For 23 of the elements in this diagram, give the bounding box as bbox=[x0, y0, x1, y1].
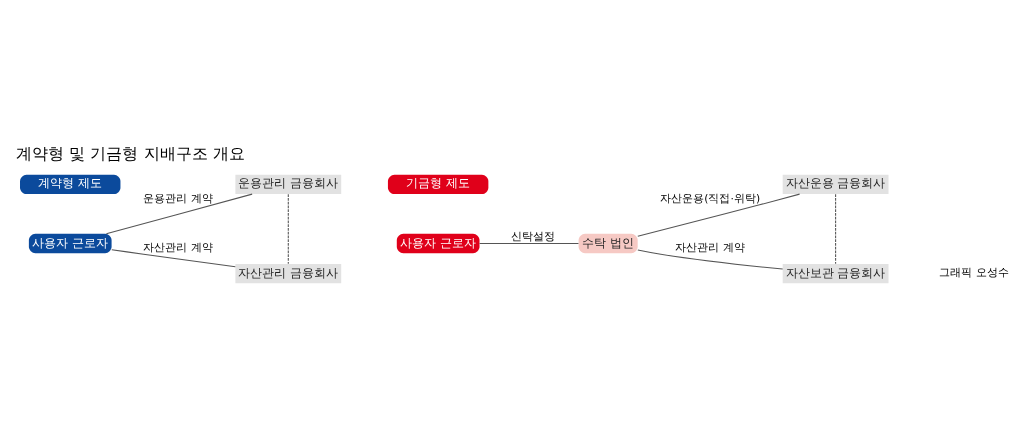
edge-label: 자산관리 계약 bbox=[675, 241, 745, 255]
connector bbox=[637, 193, 801, 237]
edge-label: 자산운용(직접·위탁) bbox=[660, 191, 761, 205]
node-box: 자산운용 금융회사 bbox=[782, 174, 889, 195]
node-box: 기금형 제도 bbox=[387, 174, 489, 195]
diagram-title: 계약형 및 기금형 지배구조 개요 bbox=[16, 144, 245, 164]
connector bbox=[835, 193, 837, 265]
node-box: 자산보관 금융회사 bbox=[782, 263, 889, 284]
node-box: 수탁 법인 bbox=[578, 233, 638, 254]
edge-label: 운용관리 계약 bbox=[143, 192, 213, 206]
connector bbox=[479, 242, 579, 245]
node-box: 사용자 근로자 bbox=[396, 233, 480, 254]
edge-label: 신탁설정 bbox=[511, 230, 556, 244]
node-box: 자산관리 금융회사 bbox=[235, 263, 342, 284]
node-box: 운용관리 금융회사 bbox=[235, 174, 342, 195]
connector bbox=[111, 249, 236, 268]
connector bbox=[637, 249, 784, 270]
node-box: 사용자 근로자 bbox=[28, 233, 112, 254]
connector bbox=[287, 193, 289, 265]
label: 그래픽 오성수 bbox=[939, 266, 1009, 280]
node-box: 계약형 제도 bbox=[20, 174, 121, 195]
connector bbox=[105, 193, 253, 235]
edge-label: 자산관리 계약 bbox=[143, 241, 213, 255]
